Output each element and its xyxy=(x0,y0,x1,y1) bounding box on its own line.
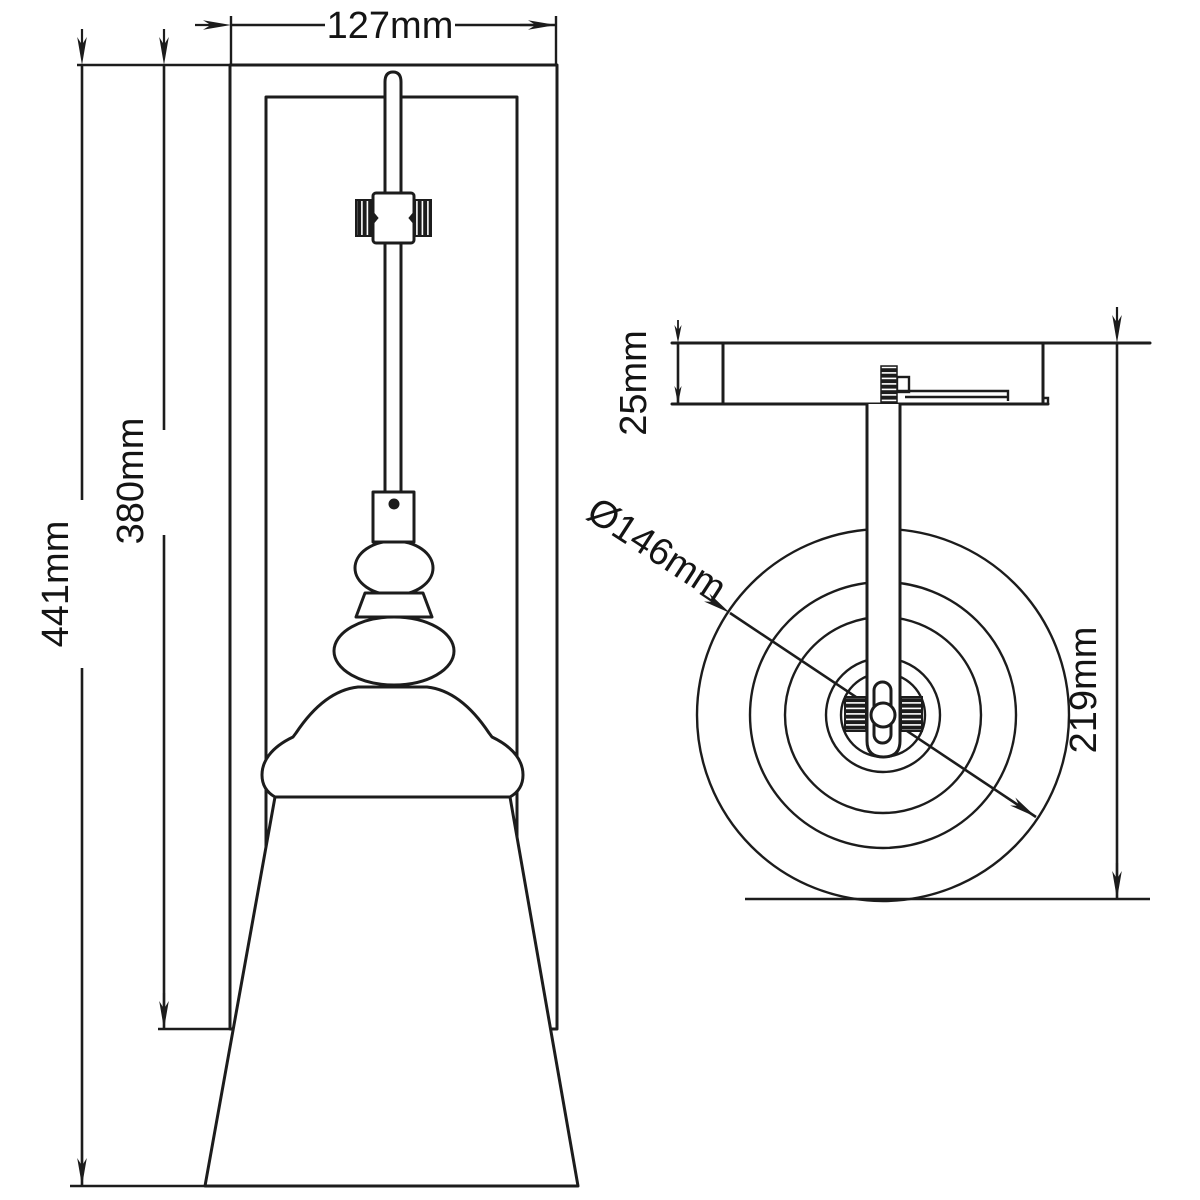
holder-bulb-small xyxy=(353,539,435,597)
dim-plate-depth: 25mm xyxy=(613,320,682,436)
dim-projection: 219mm xyxy=(745,307,1150,901)
dim-plate-depth-label: 25mm xyxy=(613,330,655,436)
dim-front-total-height-label: 441mm xyxy=(35,521,77,648)
screw-tip-left xyxy=(372,210,379,226)
swivel-block xyxy=(371,191,416,245)
pivot-clamp xyxy=(895,375,911,394)
pivot-knob-right xyxy=(900,696,923,732)
dim-front-backplate-height: 380mm xyxy=(110,29,229,1031)
dim-front-width: 127mm xyxy=(195,5,558,65)
holder-bulb-large xyxy=(332,615,456,687)
dim-front-width-label: 127mm xyxy=(327,5,454,47)
thumbscrew-left xyxy=(355,199,373,237)
shade-cone xyxy=(203,795,580,1188)
plate-wall-hook xyxy=(1043,396,1050,404)
socket-screw xyxy=(388,498,400,510)
dim-front-total-height: 441mm xyxy=(35,29,230,1188)
support-arm xyxy=(865,404,902,759)
pivot-knob-left xyxy=(844,696,867,732)
dim-projection-label: 219mm xyxy=(1063,627,1105,754)
dim-front-backplate-height-label: 380mm xyxy=(110,418,152,545)
holder-collar xyxy=(354,591,434,619)
suspension-rod xyxy=(383,70,403,494)
thumbscrew-right xyxy=(414,199,432,237)
screw-tip-right xyxy=(408,210,415,226)
side-view: Ø146mm 25mm 219mm xyxy=(580,307,1152,903)
dim-shade-diameter-label: Ø146mm xyxy=(580,490,734,610)
shade-dome xyxy=(260,685,525,799)
front-view: 127mm 441mm 380mm xyxy=(35,5,580,1188)
pivot-axle xyxy=(869,701,897,729)
